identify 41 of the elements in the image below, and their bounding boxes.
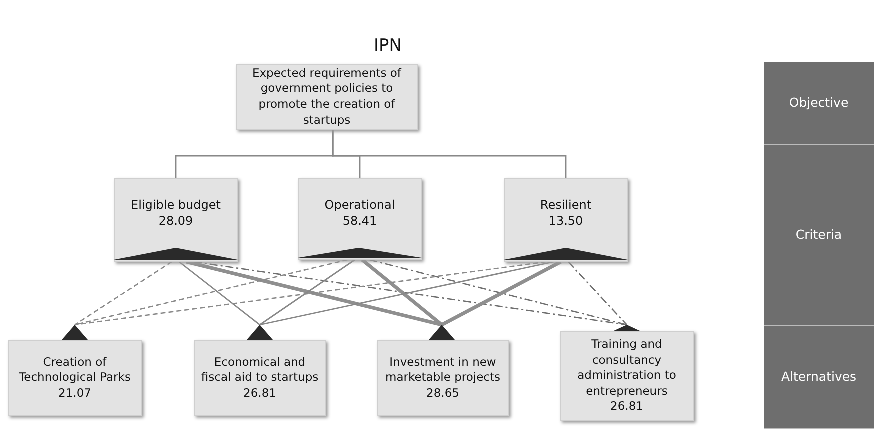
alternative-box: [560, 331, 694, 421]
node-text: Criteria: [796, 226, 842, 244]
level-band: [764, 145, 874, 326]
connector: [260, 261, 554, 326]
criterion-box: [504, 178, 628, 262]
node-value: 58.41: [342, 213, 378, 230]
node-value: 28.65: [426, 386, 460, 402]
double-connector: [186, 260, 442, 327]
node-value: 26.81: [244, 386, 276, 402]
node-value: 26.81: [610, 399, 644, 415]
node-text: Objective: [789, 94, 849, 112]
alternative-box: [194, 340, 326, 416]
alternative-box: [8, 340, 142, 416]
alternative-box: [377, 340, 509, 416]
connector: [74, 261, 546, 326]
node-text: Resilient: [540, 197, 592, 214]
node-text: Economical and fiscal aid to startups: [200, 354, 320, 386]
node-text: Operational: [324, 197, 396, 214]
connector: [74, 261, 172, 326]
node-value: 13.50: [548, 213, 584, 230]
level-band: [764, 326, 874, 429]
node-text: Alternatives: [781, 368, 857, 386]
double-connector: [441, 260, 562, 327]
node-text: Eligible budget: [131, 197, 221, 214]
connector: [568, 262, 628, 326]
criterion-box: [298, 178, 422, 260]
connector: [370, 259, 628, 326]
criterion-box: [114, 178, 238, 262]
connector: [332, 130, 567, 178]
node-value: 28.09: [158, 213, 194, 230]
connector: [194, 261, 628, 326]
connector: [178, 261, 260, 326]
connector: [260, 259, 356, 326]
node-text: Expected requirements of government policies to promote the creation of startups: [251, 66, 403, 128]
node-text: Creation of Technological Parks: [18, 354, 132, 386]
diagram-title: IPN: [374, 36, 402, 56]
node-text: Investment in new marketable projects: [384, 354, 502, 386]
node-text: Training and consultancy administration to entrepreneurs: [576, 337, 678, 400]
node-value: 21.07: [58, 386, 92, 402]
level-band: [764, 62, 874, 145]
objective-box: [236, 64, 418, 130]
